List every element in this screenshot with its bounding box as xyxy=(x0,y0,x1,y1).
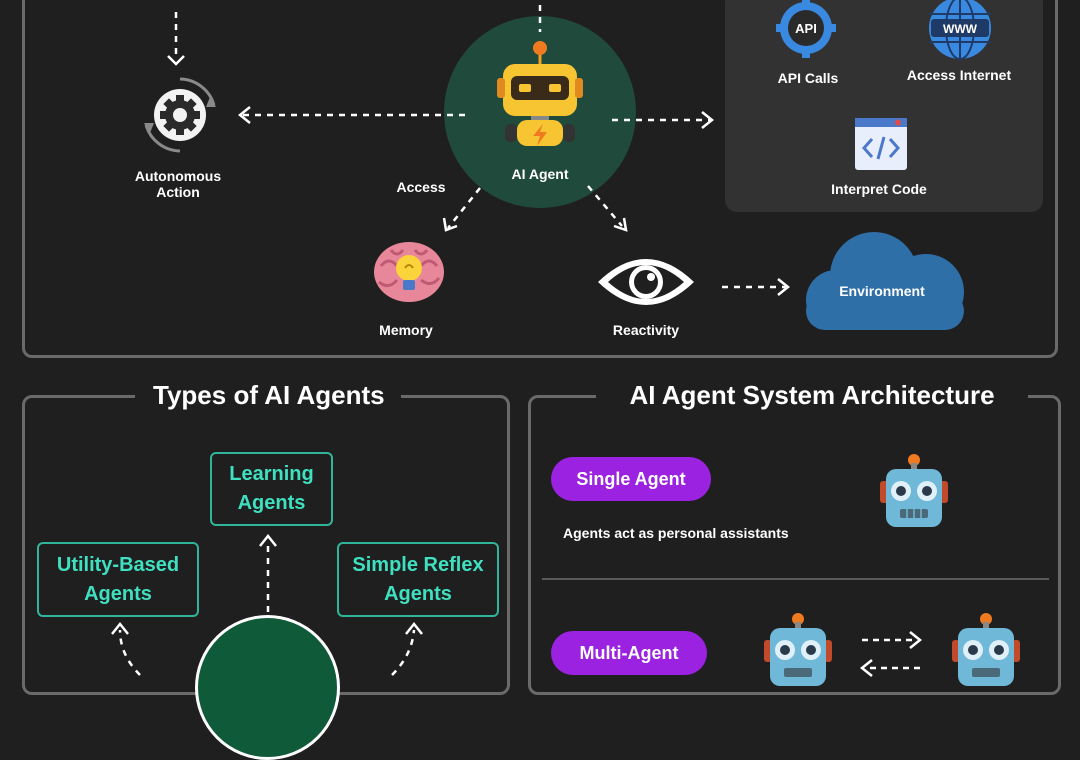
multi-agent-arrows xyxy=(859,631,923,677)
single-agent-description: Agents act as personal assistants xyxy=(563,525,789,541)
agent-capabilities-panel xyxy=(22,0,1058,358)
reactivity-label: Reactivity xyxy=(612,322,680,338)
ai-agent-label: AI Agent xyxy=(511,166,569,182)
brain-icon xyxy=(374,242,444,302)
single-agent-pill: Single Agent xyxy=(551,457,711,501)
top-arrows xyxy=(167,5,791,296)
types-arrows xyxy=(111,533,423,676)
utility-based-agents-box: Utility-Based Agents xyxy=(37,542,199,617)
environment-label: Environment xyxy=(839,283,925,299)
api-gear-icon: API xyxy=(776,0,836,58)
autonomous-action-label: Autonomous Action xyxy=(134,168,222,200)
robot-head-icon xyxy=(880,454,948,527)
multi-agent-pill: Multi-Agent xyxy=(551,631,707,675)
api-calls-label: API Calls xyxy=(777,70,839,86)
api-icon-text: API xyxy=(795,21,817,36)
code-window-icon xyxy=(855,118,907,170)
access-label: Access xyxy=(396,179,446,195)
learning-agents-box: Learning Agents xyxy=(210,452,333,526)
interpret-code-label: Interpret Code xyxy=(831,181,927,197)
agent-types-center-circle xyxy=(195,615,340,760)
robot-head-icon xyxy=(764,613,832,686)
types-title: Types of AI Agents xyxy=(135,376,401,414)
gear-icon xyxy=(144,77,216,153)
robot-head-icon xyxy=(952,613,1020,686)
access-internet-label: Access Internet xyxy=(906,67,1012,83)
architecture-title: AI Agent System Architecture xyxy=(596,376,1028,414)
memory-label: Memory xyxy=(379,322,433,338)
globe-icon: WWW xyxy=(929,0,991,60)
architecture-divider xyxy=(542,578,1049,580)
robot-icon xyxy=(497,41,583,146)
eye-icon xyxy=(598,259,694,305)
cloud-icon xyxy=(806,232,964,330)
simple-reflex-agents-box: Simple Reflex Agents xyxy=(337,542,499,617)
www-icon-text: WWW xyxy=(943,22,978,36)
